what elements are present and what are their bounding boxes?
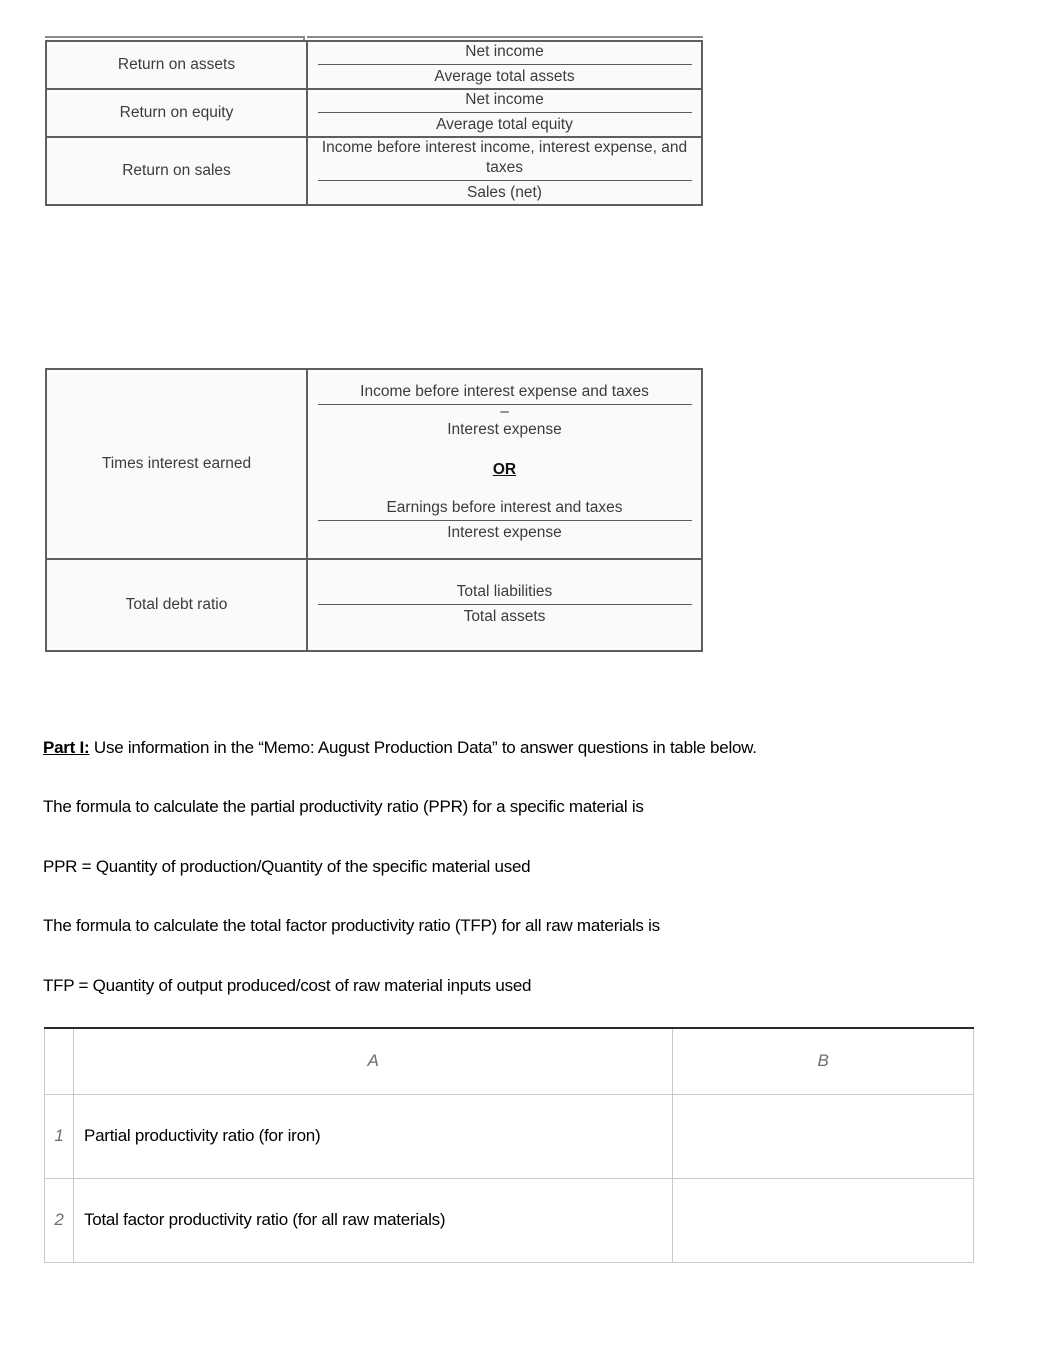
row-number-header bbox=[44, 1027, 74, 1095]
answer-table: A B 1 Partial productivity ratio (for ir… bbox=[44, 1027, 974, 1263]
fraction-numerator: Earnings before interest and taxes bbox=[317, 498, 692, 521]
fraction-denominator: Average total assets bbox=[434, 67, 575, 85]
fraction-numerator: Total liabilities bbox=[317, 582, 692, 605]
table-row: Return on assets Net income Average tota… bbox=[47, 42, 701, 90]
fraction-denominator: Interest expense bbox=[447, 420, 562, 438]
part-one-text: Use information in the “Memo: August Pro… bbox=[89, 738, 757, 757]
ratio-name-cell: Return on assets bbox=[47, 42, 308, 90]
fraction-numerator: Net income bbox=[317, 90, 692, 113]
fraction-numerator: Income before interest income, interest … bbox=[317, 138, 692, 181]
ratio-name-cell: Total debt ratio bbox=[47, 559, 308, 650]
ratio-formula-cell: Income before interest expense and taxes… bbox=[308, 370, 701, 560]
fraction-alternative: Earnings before interest and taxes Inter… bbox=[317, 498, 692, 544]
ratio-formula-cell: Income before interest income, interest … bbox=[308, 137, 701, 204]
row-number: 2 bbox=[44, 1177, 74, 1263]
page-break-border-fragment-right bbox=[307, 36, 703, 38]
tfp-intro-text: The formula to calculate the total facto… bbox=[43, 916, 660, 935]
part-one-instruction: Part I: Use information in the “Memo: Au… bbox=[43, 737, 983, 759]
formula-alternative-separator: OR bbox=[492, 460, 517, 478]
fraction-denominator: Average total equity bbox=[436, 115, 573, 133]
ratio-formula-cell: Total liabilities Total assets bbox=[308, 559, 701, 650]
table-row: 1 Partial productivity ratio (for iron) bbox=[44, 1093, 974, 1179]
row-number: 1 bbox=[44, 1093, 74, 1179]
fraction: Income before interest income, interest … bbox=[317, 138, 692, 204]
answer-cell[interactable] bbox=[672, 1177, 974, 1263]
fraction: Net income Average total assets bbox=[317, 42, 692, 88]
answer-table-header-row: A B bbox=[44, 1027, 974, 1095]
ppr-intro-text: The formula to calculate the partial pro… bbox=[43, 797, 644, 816]
table-row: Return on sales Income before interest i… bbox=[47, 137, 701, 204]
stray-dash-glyph: – bbox=[500, 402, 509, 420]
fraction-primary: Income before interest expense and taxes… bbox=[317, 382, 692, 441]
fraction: Net income Average total equity bbox=[317, 90, 692, 136]
fraction-denominator: Sales (net) bbox=[467, 183, 542, 201]
question-label: Partial productivity ratio (for iron) bbox=[73, 1093, 673, 1179]
table-row: Total debt ratio Total liabilities Total… bbox=[47, 559, 701, 650]
question-label: Total factor productivity ratio (for all… bbox=[73, 1177, 673, 1263]
solvency-ratio-table: Times interest earned Income before inte… bbox=[45, 368, 703, 652]
profitability-ratio-table: Return on assets Net income Average tota… bbox=[45, 40, 703, 206]
column-header-a: A bbox=[73, 1027, 673, 1095]
fraction-numerator: Income before interest expense and taxes bbox=[317, 382, 692, 405]
fraction-denominator: Total assets bbox=[463, 607, 546, 625]
answer-cell[interactable] bbox=[672, 1093, 974, 1179]
column-header-b: B bbox=[672, 1027, 974, 1095]
ratio-formula-cell: Net income Average total equity bbox=[308, 89, 701, 138]
fraction-denominator: Interest expense bbox=[447, 523, 562, 541]
fraction-numerator: Net income bbox=[317, 42, 692, 65]
ratio-name-cell: Times interest earned bbox=[47, 370, 308, 560]
table-row: Times interest earned Income before inte… bbox=[47, 370, 701, 560]
ratio-name-cell: Return on sales bbox=[47, 137, 308, 204]
fraction: Total liabilities Total assets bbox=[317, 582, 692, 628]
ppr-formula-text: PPR = Quantity of production/Quantity of… bbox=[43, 857, 531, 876]
page-break-border-fragment-divider bbox=[303, 36, 305, 42]
page-break-border-fragment-left bbox=[45, 36, 303, 38]
ratio-formula-cell: Net income Average total assets bbox=[308, 42, 701, 90]
part-one-label: Part I: bbox=[43, 738, 90, 757]
table-row: 2 Total factor productivity ratio (for a… bbox=[44, 1177, 974, 1263]
tfp-formula-text: TFP = Quantity of output produced/cost o… bbox=[43, 976, 532, 995]
ratio-name-cell: Return on equity bbox=[47, 89, 308, 138]
table-row: Return on equity Net income Average tota… bbox=[47, 89, 701, 138]
